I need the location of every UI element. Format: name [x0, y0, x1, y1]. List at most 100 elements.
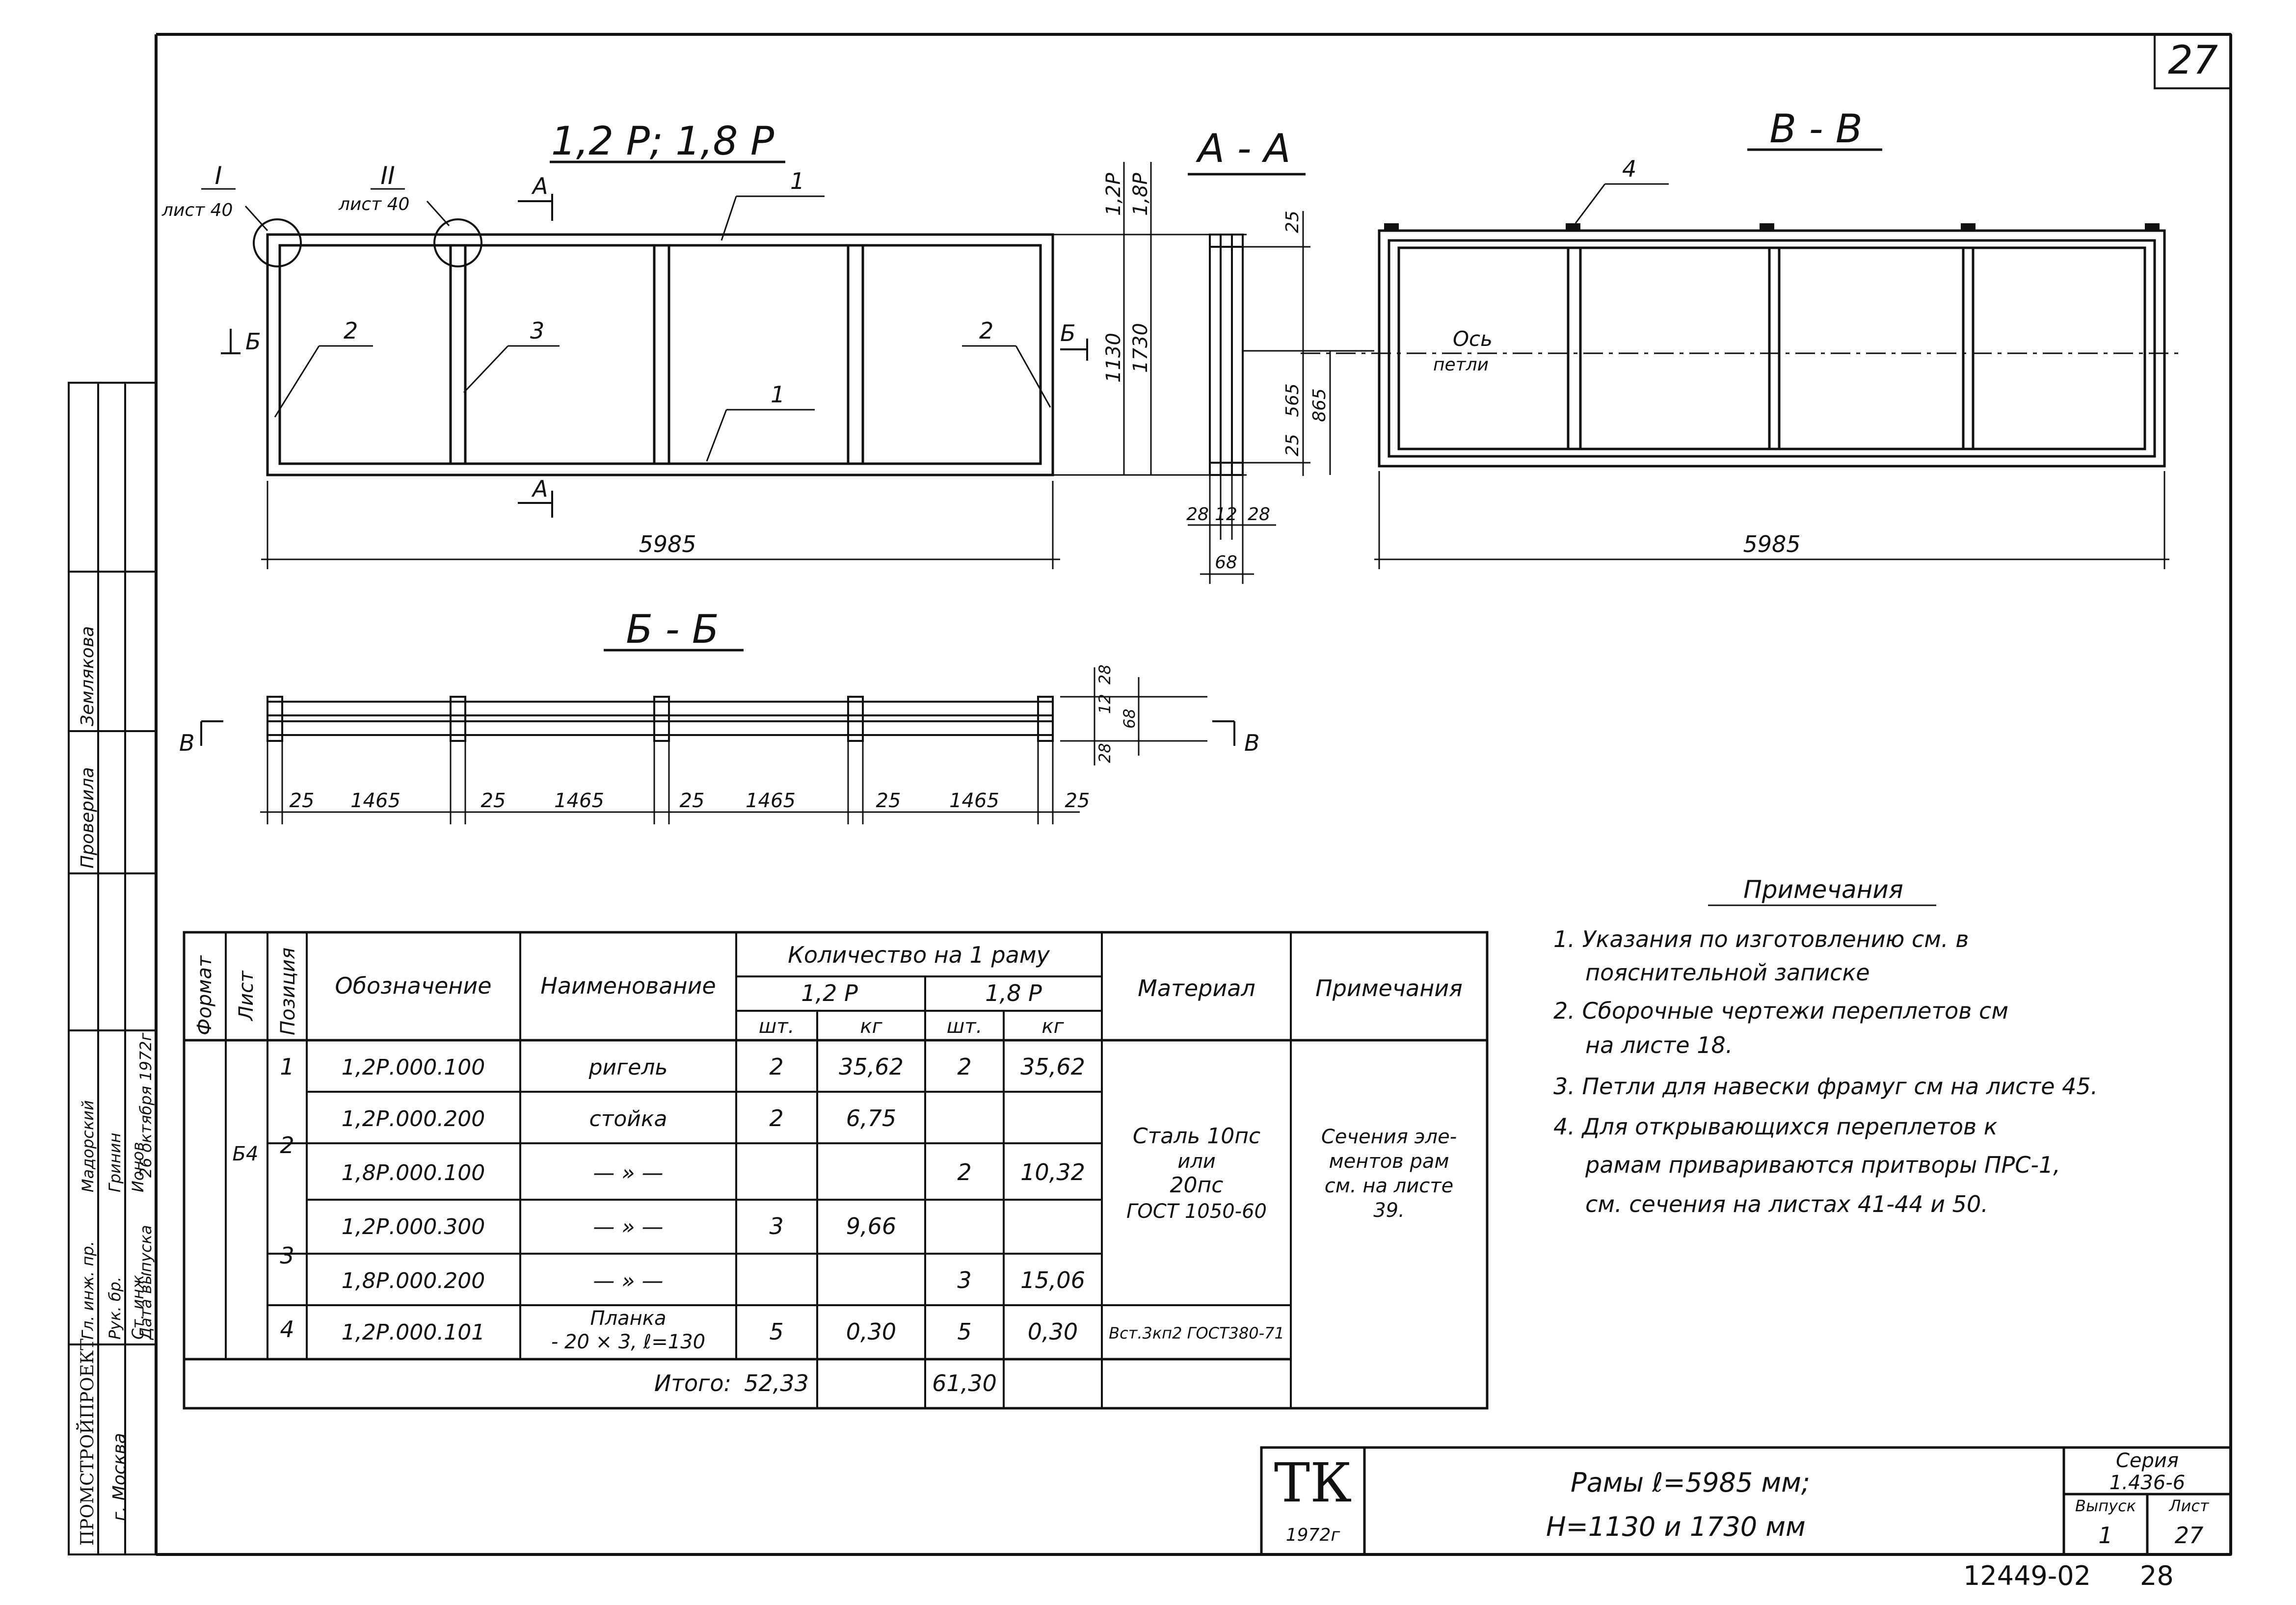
view-title: В - В: [1769, 106, 1863, 152]
dimension: 25: [1065, 789, 1090, 812]
cell-q12-pcs: 2: [769, 1053, 783, 1080]
height-dimension: 1730: [1129, 323, 1152, 373]
section-b-b: Б - Б 25 1465 25 14: [179, 606, 1260, 824]
note-line: 2. Сборочные чертежи переплетов см: [1553, 998, 2008, 1024]
notes-title: Примечания: [1743, 875, 1903, 904]
dimension: 68: [1215, 553, 1237, 573]
cell-q12-kg: 35,62: [839, 1053, 904, 1080]
series-value: 1.436-6: [2109, 1472, 2185, 1494]
notes-line: ментов рам: [1329, 1150, 1449, 1173]
section-mark-a: А: [531, 475, 548, 502]
notes-block: Примечания 1. Указания по изготовлению с…: [1553, 875, 2098, 1217]
stamp-role: Рук. бр.: [106, 1277, 124, 1340]
cell-material: Вст.3кп2 ГОСТ380-71: [1109, 1324, 1284, 1342]
total-18: 61,30: [932, 1370, 997, 1396]
col-header-material: Материал: [1138, 975, 1255, 1001]
cell-designation: 1,8Р.000.200: [342, 1268, 485, 1293]
dimension: 25: [290, 789, 315, 812]
cell-name-detail: - 20 × 3, ℓ=130: [551, 1331, 705, 1353]
detail-callout-circle: [433, 218, 482, 267]
cell-q18-pcs: 2: [957, 1053, 971, 1080]
width-dimension: 5985: [1743, 531, 1800, 557]
callout-number: I: [215, 161, 222, 190]
table-row: 1 1,2Р.000.100 ригель 2 35,62 2 35,62: [280, 1053, 1085, 1080]
stamp-name: Мадорский: [79, 1100, 97, 1192]
stamp-name: Ионов: [129, 1142, 147, 1192]
dimension: 25: [876, 789, 901, 812]
note-line: пояснительной записке: [1585, 959, 1870, 986]
dimension: 1465: [554, 789, 604, 812]
stamp-name: Гринин: [106, 1132, 124, 1192]
section-title: А - А: [1195, 126, 1290, 171]
section-mark-v: В: [1244, 730, 1260, 756]
position-label: 2: [344, 317, 358, 344]
cell-q18-pcs: 2: [957, 1159, 971, 1185]
section-title: Б - Б: [626, 606, 719, 652]
dimension: 565: [1282, 383, 1303, 417]
cell-name: Планка: [590, 1307, 667, 1330]
cell-name: — » —: [593, 1160, 663, 1185]
detail-callout-circle: [253, 218, 302, 267]
col-header-q18: 1,8 Р: [985, 980, 1042, 1006]
material-line: Сталь 10пс: [1133, 1124, 1260, 1149]
material-line: или: [1177, 1150, 1216, 1173]
table-row: 3 1,2Р.000.300 — » — 3 9,66: [280, 1213, 896, 1269]
height-label: 1,8Р: [1129, 172, 1152, 216]
dimension: 12: [1095, 694, 1114, 714]
title-block-logo: ТК: [1274, 1451, 1352, 1514]
cell-name: — » —: [593, 1214, 663, 1239]
dimension: 28: [1186, 504, 1209, 525]
stamp-role: Ст. инж.: [129, 1270, 147, 1340]
cell-designation: 1,2Р.000.101: [342, 1320, 485, 1345]
dimension: 25: [1282, 210, 1303, 233]
issue-label: Выпуск: [2075, 1497, 2136, 1515]
notes-line: см. на листе: [1325, 1175, 1453, 1197]
dimension: 68: [1120, 709, 1139, 729]
issue-value: 1: [2098, 1522, 2112, 1549]
section-mark-a: А: [531, 173, 548, 199]
callout-sheet-ref: лист 40: [338, 194, 409, 214]
col-header-name: Наименование: [540, 973, 716, 999]
section-mark-b: Б: [1060, 320, 1076, 346]
cell-q18-kg: 35,62: [1020, 1053, 1085, 1080]
col-header-notes: Примечания: [1315, 975, 1463, 1001]
section-mark-b: Б: [245, 328, 261, 355]
title-block-title: Рамы ℓ=5985 мм;: [1571, 1467, 1810, 1498]
stamp-role: Гл. инж. пр.: [79, 1241, 97, 1340]
dimension: 25: [481, 789, 506, 812]
dimension: 28: [1248, 504, 1270, 525]
cell-designation: 1,2Р.000.300: [342, 1214, 485, 1239]
note-line: 1. Указания по изготовлению см. в: [1553, 926, 1969, 952]
col-header-pcs: шт.: [759, 1015, 795, 1038]
cell-designation: 1,2Р.000.200: [342, 1106, 485, 1131]
dimension: 12: [1215, 504, 1237, 525]
dimension: 25: [1282, 434, 1303, 456]
stamp-org: ПРОМСТРОЙПРОЕКТ: [77, 1339, 98, 1546]
table-row: 1,8Р.000.200 — » — 3 15,06: [342, 1267, 1085, 1293]
cell-name: ригель: [588, 1055, 668, 1080]
title-block-year: 1972г: [1286, 1525, 1341, 1545]
cell-q12-pcs: 5: [769, 1318, 783, 1345]
title-block-subtitle: Н=1130 и 1730 мм: [1546, 1511, 1806, 1542]
dimension: 865: [1309, 388, 1330, 422]
total-12: 52,33: [744, 1370, 809, 1396]
cell-designation: 1,8Р.000.100: [342, 1160, 485, 1185]
sheet-number: 27: [2168, 37, 2218, 83]
cell-q12-kg: 6,75: [846, 1105, 896, 1131]
col-header-format: Формат: [193, 955, 216, 1035]
notes-line: 39.: [1373, 1199, 1405, 1222]
stamp-role: Дата выпуска: [136, 1225, 155, 1341]
title-block: ТК 1972г Рамы ℓ=5985 мм; Н=1130 и 1730 м…: [1260, 1446, 2232, 1556]
position-label: 4: [1622, 156, 1636, 182]
section-mark-v: В: [179, 730, 195, 756]
section-a-a: А - А 25 25 565 865 28 12 28 68: [1186, 126, 1374, 584]
col-header-designation: Обозначение: [335, 973, 491, 999]
cell-q12-pcs: 2: [769, 1105, 783, 1131]
position-label: 2: [979, 317, 993, 344]
cell-q12-pcs: 3: [769, 1213, 783, 1239]
col-header-kg: кг: [860, 1015, 882, 1038]
dimension: 28: [1095, 664, 1114, 684]
axis-label: петли: [1433, 355, 1489, 375]
cell-q18-pcs: 3: [957, 1267, 971, 1293]
